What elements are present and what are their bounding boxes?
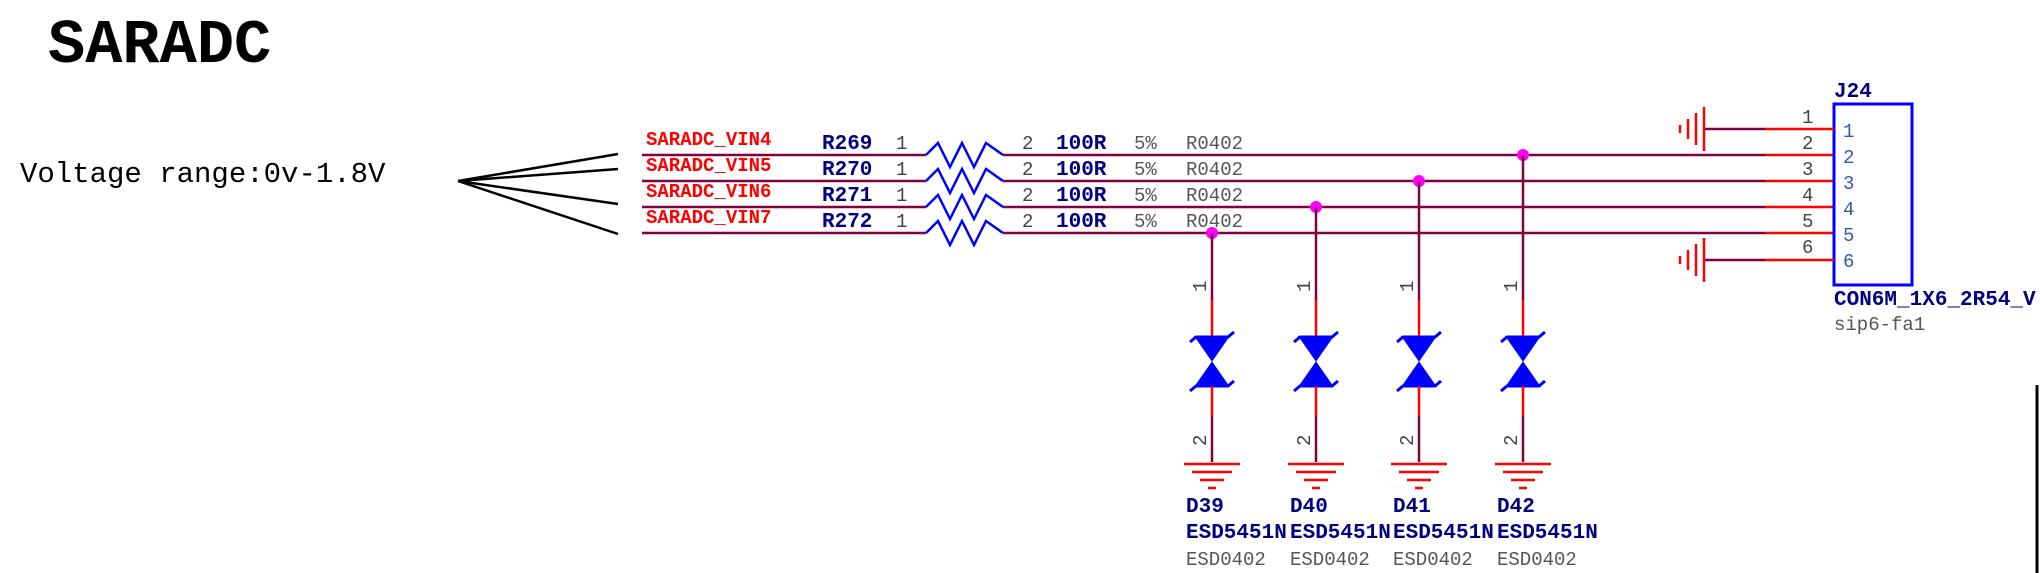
connector-part: CON6M_1X6_2R54_V	[1834, 289, 2036, 312]
resistor-value: 100R	[1056, 185, 1107, 208]
connector-inner-pin: 2	[1843, 147, 1854, 169]
resistor-footprint: R0402	[1186, 133, 1243, 155]
diode-pin2: 2	[1501, 435, 1523, 446]
connector-outer-pin: 5	[1802, 211, 1813, 233]
resistor-r270: R270 1 2 100R 5% R0402	[822, 159, 1243, 196]
connector-outer-pin: 1	[1802, 107, 1813, 129]
diode-ref: D40	[1290, 496, 1328, 519]
connector-inner-pin: 1	[1843, 121, 1854, 143]
net-label-vin7: SARADC_VIN7	[646, 207, 771, 229]
connector-footprint: sip6-fa1	[1834, 314, 1925, 336]
resistor-symbol	[925, 192, 1004, 222]
resistor-pin2: 2	[1022, 211, 1033, 233]
diode-d40: 1 2 D40 ESD5451N ESD0402	[1288, 207, 1391, 571]
diode-pin2: 2	[1397, 435, 1419, 446]
connector-j24: J24 1 2 3 4 5 6 1 2 3 4 5 6	[1678, 81, 2036, 336]
diode-ref: D41	[1393, 496, 1431, 519]
resistor-pin1: 1	[896, 159, 907, 181]
ground-symbol	[1678, 107, 1706, 151]
resistor-footprint: R0402	[1186, 185, 1243, 207]
resistor-symbol	[925, 166, 1004, 196]
connector-ref: J24	[1834, 81, 1872, 104]
resistor-pin2: 2	[1022, 133, 1033, 155]
diode-part: ESD5451N	[1186, 522, 1287, 545]
resistor-tolerance: 5%	[1134, 211, 1157, 233]
resistor-value: 100R	[1056, 211, 1107, 234]
ground-symbol	[1678, 238, 1706, 282]
resistor-pin1: 1	[896, 211, 907, 233]
diode-part: ESD5451N	[1393, 522, 1494, 545]
resistor-r271: R271 1 2 100R 5% R0402	[822, 185, 1243, 222]
diode-footprint: ESD0402	[1290, 549, 1370, 571]
voltage-range-note: Voltage range:0v-1.8V	[20, 158, 386, 191]
diode-pin2: 2	[1294, 435, 1316, 446]
diode-part: ESD5451N	[1497, 522, 1598, 545]
resistor-value: 100R	[1056, 159, 1107, 182]
connector-inner-pin: 5	[1843, 225, 1854, 247]
connector-outer-pin: 4	[1802, 185, 1813, 207]
resistor-ref: R269	[822, 133, 872, 156]
net-label-vin4: SARADC_VIN4	[646, 129, 771, 151]
connector-outer-pin: 2	[1802, 133, 1813, 155]
resistor-pin2: 2	[1022, 185, 1033, 207]
connector-inner-pin: 3	[1843, 173, 1854, 195]
resistor-pin2: 2	[1022, 159, 1033, 181]
resistor-ref: R272	[822, 211, 872, 234]
resistor-r269: R269 1 2 100R 5% R0402	[822, 133, 1243, 170]
junction-dots	[1206, 149, 1529, 239]
resistor-tolerance: 5%	[1134, 185, 1157, 207]
connector-inner-pin: 4	[1843, 199, 1854, 221]
diode-pin1: 1	[1294, 281, 1316, 292]
net-label-vin6: SARADC_VIN6	[646, 181, 771, 203]
diode-ref: D39	[1186, 496, 1224, 519]
diode-footprint: ESD0402	[1497, 549, 1577, 571]
diode-footprint: ESD0402	[1186, 549, 1266, 571]
diode-ref: D42	[1497, 496, 1535, 519]
resistor-pin1: 1	[896, 185, 907, 207]
resistor-r272: R272 1 2 100R 5% R0402	[822, 211, 1243, 248]
diode-pin2: 2	[1190, 435, 1212, 446]
page-title: SARADC	[48, 10, 271, 81]
resistor-tolerance: 5%	[1134, 159, 1157, 181]
diode-pin1: 1	[1501, 281, 1523, 292]
diode-d41: 1 2 D41 ESD5451N ESD0402	[1391, 181, 1494, 571]
resistor-symbol	[925, 218, 1004, 248]
note-leader-lines	[457, 152, 619, 236]
diode-pin1: 1	[1397, 281, 1419, 292]
net-label-vin5: SARADC_VIN5	[646, 155, 771, 177]
resistor-symbol	[925, 140, 1004, 170]
connector-outer-pin: 6	[1802, 237, 1813, 259]
diode-pin1: 1	[1190, 281, 1212, 292]
diode-d39: 1 2 D39 ESD5451N ESD0402	[1184, 233, 1287, 571]
diode-d42: 1 2 D42 ESD5451N ESD0402	[1495, 155, 1598, 571]
resistor-tolerance: 5%	[1134, 133, 1157, 155]
resistor-value: 100R	[1056, 133, 1107, 156]
net-labels: SARADC_VIN4 SARADC_VIN5 SARADC_VIN6 SARA…	[646, 129, 771, 229]
diode-footprint: ESD0402	[1393, 549, 1473, 571]
connector-outer-pin: 3	[1802, 159, 1813, 181]
net-wires	[642, 153, 1834, 235]
connector-inner-pin: 6	[1843, 251, 1854, 273]
resistor-ref: R270	[822, 159, 872, 182]
connector-body	[1832, 102, 1914, 287]
resistor-pin1: 1	[896, 133, 907, 155]
resistor-footprint: R0402	[1186, 159, 1243, 181]
diode-part: ESD5451N	[1290, 522, 1391, 545]
resistor-footprint: R0402	[1186, 211, 1243, 233]
resistor-ref: R271	[822, 185, 872, 208]
